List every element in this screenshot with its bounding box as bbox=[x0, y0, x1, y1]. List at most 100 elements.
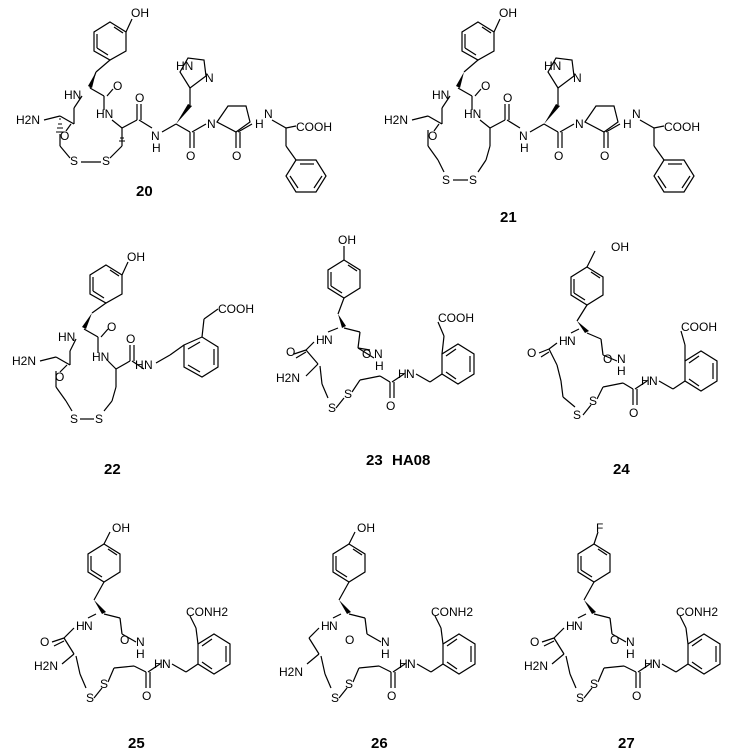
atom-nh1h: H bbox=[566, 619, 575, 633]
atom-nh3h: H bbox=[398, 367, 407, 381]
atom-s2: S bbox=[345, 677, 353, 691]
atom-nh1: N bbox=[84, 619, 93, 633]
atom-oh: OH bbox=[611, 240, 629, 254]
atom-o2: O bbox=[55, 370, 64, 384]
atom-h2n: H2N bbox=[279, 665, 303, 679]
atom-o3: O bbox=[629, 406, 638, 420]
atom-o5: O bbox=[232, 149, 241, 163]
compound-number: 21 bbox=[500, 209, 517, 226]
atom-nh5: H bbox=[623, 117, 632, 131]
atom-nh3h: H bbox=[154, 657, 163, 671]
atom-o2: O bbox=[345, 633, 354, 647]
atom-nh3h: H bbox=[399, 657, 408, 671]
atom-cooh: COOH bbox=[296, 120, 332, 134]
atom-acid: COOH bbox=[438, 311, 474, 325]
atom-nh3: N bbox=[151, 129, 160, 143]
atom-o2: O bbox=[603, 352, 612, 366]
atom-nh2h: H bbox=[381, 647, 390, 661]
atom-o1: O bbox=[530, 635, 539, 649]
atom-nh3h: H bbox=[644, 657, 653, 671]
atom-s2: S bbox=[102, 154, 110, 168]
structure-27: F O N H H N O H2N S S O N H bbox=[524, 521, 721, 752]
atom-s2: S bbox=[100, 677, 108, 691]
atom-amide: CONH2 bbox=[186, 605, 228, 619]
atom-o1: O bbox=[113, 79, 122, 93]
atom-amide: CONH2 bbox=[676, 605, 718, 619]
atom-nh1h: H bbox=[321, 619, 330, 633]
atom-nh2h: H bbox=[375, 359, 384, 373]
atom-nh1h: H bbox=[76, 619, 85, 633]
atom-o3: O bbox=[142, 689, 151, 703]
atom-nh2h: H bbox=[626, 647, 635, 661]
atom-o1: O bbox=[40, 635, 49, 649]
atom-s1: S bbox=[328, 401, 336, 415]
atom-nh2: HN bbox=[92, 350, 109, 364]
compound-number: 26 bbox=[371, 735, 388, 752]
compound-number: 20 bbox=[136, 183, 153, 200]
atom-nh2: HN bbox=[464, 107, 481, 121]
structure-25: OH O N H H N O H2N S S O N H bbox=[34, 521, 231, 752]
compound-number: 22 bbox=[104, 461, 121, 478]
atom-s2: S bbox=[344, 387, 352, 401]
atom-o1: O bbox=[107, 320, 116, 334]
compound-number: 27 bbox=[618, 735, 635, 752]
atom-nh3: N bbox=[144, 358, 153, 372]
atom-nim: HN bbox=[176, 59, 193, 73]
atom-o1: O bbox=[527, 346, 536, 360]
atom-nh1h: H bbox=[316, 333, 325, 347]
structure-24: OH O N H H N O S S O N H CO bbox=[527, 240, 718, 478]
atom-o3: O bbox=[126, 332, 135, 346]
atom-nh2: N bbox=[136, 635, 145, 649]
atom-nh4: H bbox=[135, 358, 144, 372]
atom-nim2: N bbox=[205, 71, 214, 85]
atom-nh6: N bbox=[264, 107, 273, 121]
atom-h2n: H2N bbox=[34, 659, 58, 673]
atom-s1: S bbox=[576, 691, 584, 705]
atom-nh2: HN bbox=[96, 107, 113, 121]
atom-nh3: N bbox=[519, 129, 528, 143]
imidazole-ring bbox=[179, 57, 207, 89]
atom-s1: S bbox=[573, 408, 581, 422]
atom-nh5: H bbox=[255, 117, 264, 131]
atom-s1: S bbox=[86, 691, 94, 705]
atom-h2n: H2N bbox=[12, 354, 36, 368]
atom-nh2: N bbox=[381, 635, 390, 649]
atom-o1: O bbox=[481, 79, 490, 93]
atom-o3: O bbox=[503, 91, 512, 105]
atom-f: F bbox=[596, 521, 603, 535]
atom-o3: O bbox=[387, 689, 396, 703]
atom-nh3h: H bbox=[641, 374, 650, 388]
atom-n1: N bbox=[575, 117, 584, 131]
atom-nh2: N bbox=[374, 347, 383, 361]
atom-nh1: HN bbox=[58, 330, 75, 344]
atom-nh3: N bbox=[406, 367, 415, 381]
atom-nh1: N bbox=[329, 619, 338, 633]
atom-o2: O bbox=[428, 129, 437, 143]
atom-nh2h: H bbox=[136, 647, 145, 661]
atom-h2n: H2N bbox=[16, 113, 40, 127]
atom-nh3: N bbox=[649, 374, 658, 388]
atom-s1: S bbox=[442, 173, 450, 187]
atom-o2: O bbox=[120, 633, 129, 647]
atom-o4: O bbox=[554, 149, 563, 163]
atom-acid: COOH bbox=[681, 320, 717, 334]
structure-26: OH O N H H N H2N S S O N H CONH2 bbox=[279, 521, 476, 752]
atom-o5: O bbox=[600, 149, 609, 163]
atom-oh: OH bbox=[131, 6, 149, 20]
atom-oh: OH bbox=[127, 250, 145, 264]
structure-20: OH HN O O H2N S S HN O N H bbox=[16, 6, 332, 200]
atom-nh3: N bbox=[407, 657, 416, 671]
atom-nh1h: H bbox=[559, 334, 568, 348]
atom-nim: HN bbox=[544, 59, 561, 73]
atom-o3: O bbox=[135, 91, 144, 105]
atom-nh3: N bbox=[652, 657, 661, 671]
atom-nh1: HN bbox=[64, 88, 81, 102]
atom-o3: O bbox=[632, 689, 641, 703]
atom-s2: S bbox=[589, 394, 597, 408]
atom-s1: S bbox=[70, 154, 78, 168]
atom-nh1: N bbox=[567, 334, 576, 348]
atom-nh2: N bbox=[617, 352, 626, 366]
atom-h2n: H2N bbox=[384, 113, 408, 127]
atom-nh1: N bbox=[574, 619, 583, 633]
